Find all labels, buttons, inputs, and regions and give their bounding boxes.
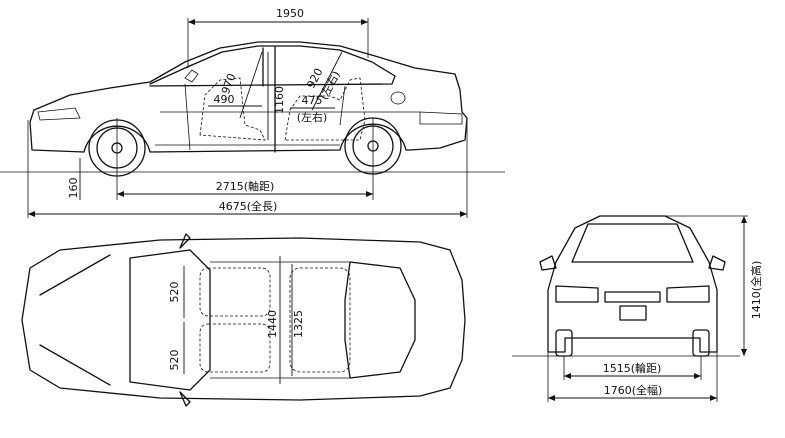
hood-lines	[39, 254, 111, 386]
rear-window	[344, 261, 416, 379]
windshield	[129, 249, 211, 391]
label-track: 1515(輪距)	[603, 361, 662, 375]
label-cabin-height: 1160	[273, 86, 286, 114]
left-headlight	[555, 285, 599, 303]
label-cabin-width-rear: 1325	[292, 310, 305, 338]
side-mirror	[184, 69, 199, 83]
front-door-edge	[184, 83, 191, 151]
grille	[604, 291, 661, 303]
label-front-legroom: 490	[214, 93, 235, 106]
front-headroom-dim	[239, 51, 263, 119]
label-rear-legroom-note: (左右)	[297, 110, 328, 124]
fuel-door	[390, 91, 406, 105]
right-headlight	[666, 285, 710, 303]
label-seat-width-bottom: 520	[168, 350, 181, 371]
side-body-outline	[29, 41, 468, 153]
rear-headroom-dim	[311, 51, 343, 111]
top-body-outline	[21, 237, 466, 401]
label-cabin-width-front: 1440	[266, 310, 279, 338]
label-roof-length: 1950	[276, 7, 304, 20]
side-headlight	[37, 107, 81, 121]
label-overall-length: 4675(全長)	[219, 199, 278, 213]
top-mirrors	[179, 233, 191, 407]
front-windshield	[571, 223, 694, 263]
side-taillight	[419, 111, 463, 125]
front-body-outline	[547, 215, 718, 353]
label-wheelbase: 2715(軸距)	[216, 179, 275, 193]
label-overall-width: 1760(全幅)	[604, 383, 663, 397]
front-seat-left	[199, 267, 271, 317]
front-seat-right	[199, 323, 271, 373]
label-ground-clearance: 160	[67, 178, 80, 199]
side-view: 1950 970 920 (左右) 490 1160 475 (左右) 160 …	[0, 7, 505, 218]
license-plate	[619, 305, 647, 321]
label-rear-legroom: 475	[302, 94, 323, 107]
label-seat-width-top: 520	[168, 282, 181, 303]
top-view: 520 520 1440 1325	[21, 233, 466, 407]
front-view: 1515(輪距) 1760(全幅) 1410(全高)	[512, 215, 763, 402]
label-overall-height: 1410(全高)	[749, 261, 763, 320]
rear-bench	[289, 267, 351, 373]
side-greenhouse	[149, 45, 396, 87]
front-seat-outline	[199, 77, 266, 141]
front-mirrors	[539, 255, 726, 271]
